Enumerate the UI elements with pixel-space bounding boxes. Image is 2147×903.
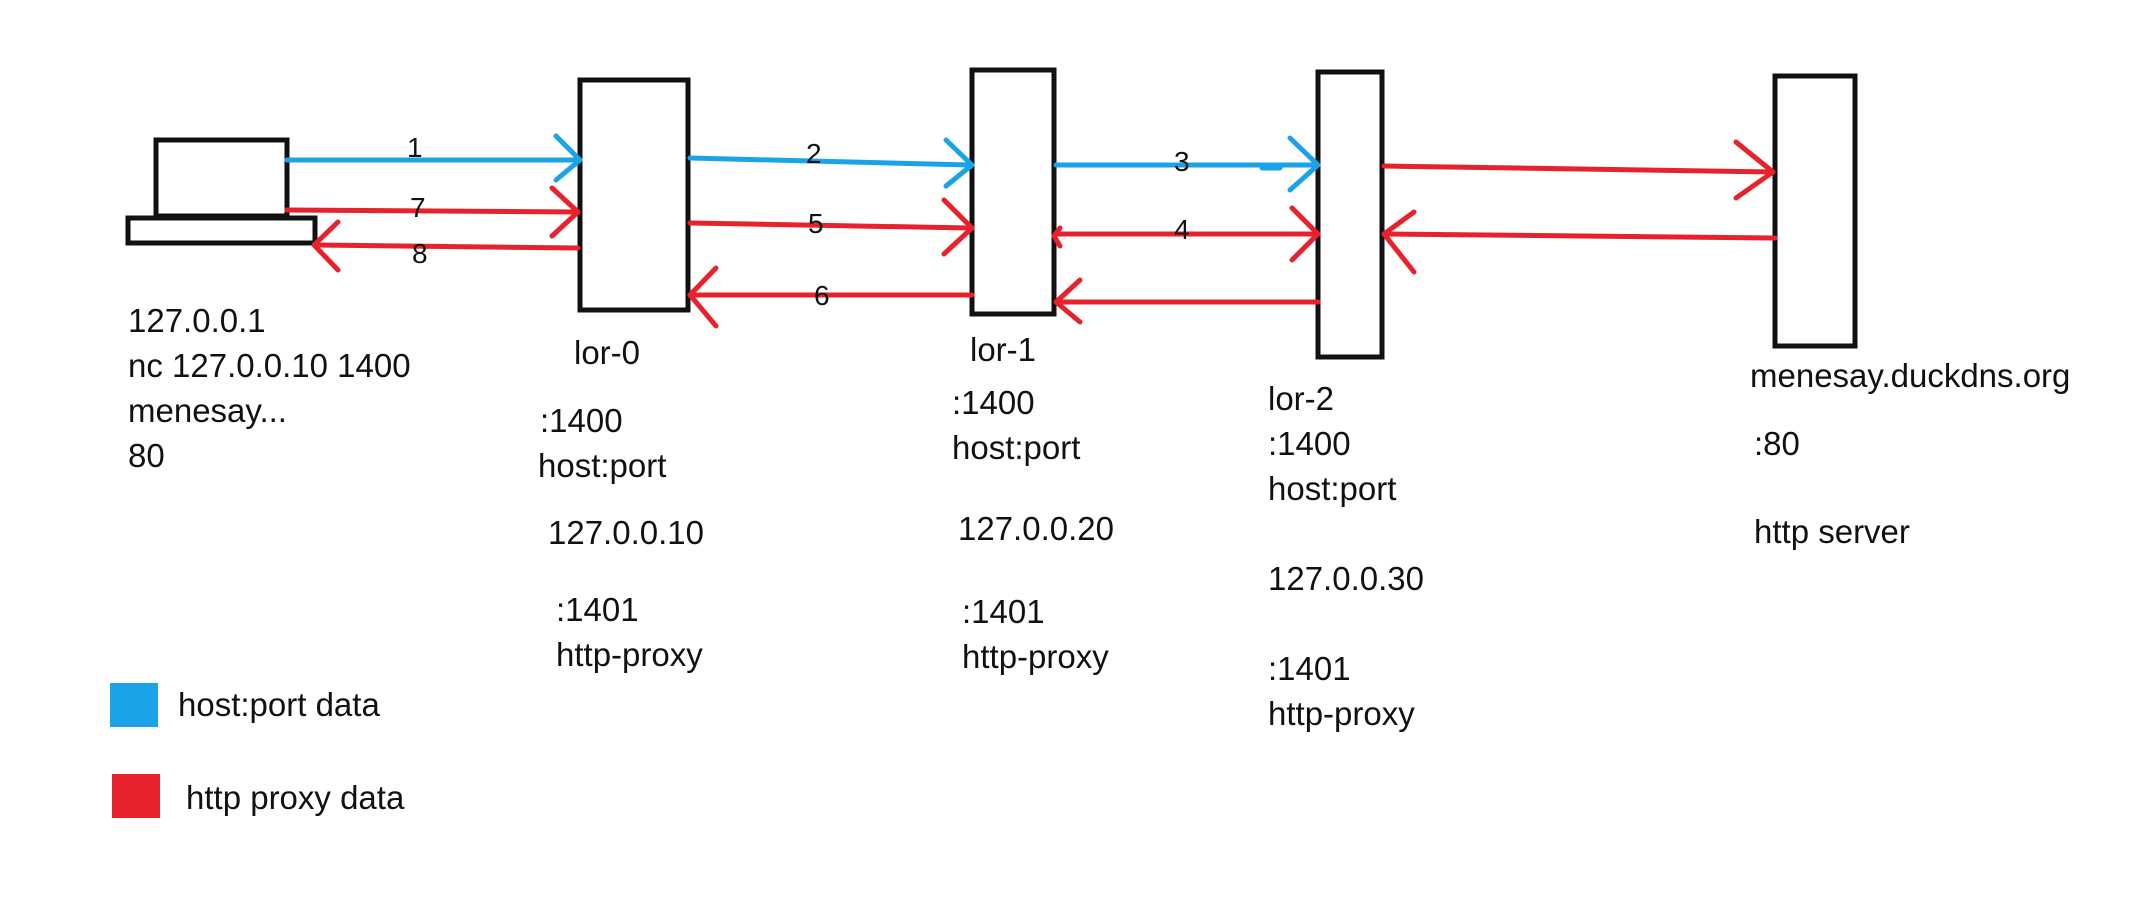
arrow-8 bbox=[311, 219, 581, 273]
lor-1-proxy-port: :1401 bbox=[962, 593, 1045, 630]
arrow-lor2-to-lor1 bbox=[1053, 277, 1321, 325]
lor-0-proxy-port: :1401 bbox=[556, 591, 639, 628]
lor-1-type: host:port bbox=[952, 429, 1081, 466]
lor-1-ip: 127.0.0.20 bbox=[958, 510, 1114, 547]
legend-swatch-host-port bbox=[110, 683, 158, 727]
lor-2-box bbox=[1315, 69, 1385, 360]
lor-1-box bbox=[969, 67, 1057, 317]
client-host: menesay... bbox=[128, 392, 287, 429]
laptop-base bbox=[125, 215, 318, 246]
lor-2-proxy-type: http-proxy bbox=[1268, 695, 1415, 732]
client-ip: 127.0.0.1 bbox=[128, 302, 266, 339]
arrow-3 bbox=[1053, 135, 1321, 193]
arrow-label-5: 5 bbox=[808, 208, 824, 239]
lor-2-proxy-port: :1401 bbox=[1268, 650, 1351, 687]
legend-swatch-http-proxy bbox=[112, 774, 160, 818]
lor-1-proxy-type: http-proxy bbox=[962, 638, 1109, 675]
lor-1-name: lor-1 bbox=[970, 331, 1037, 368]
arrow-label-3: 3 bbox=[1174, 146, 1190, 177]
lor-0-type: host:port bbox=[538, 447, 667, 484]
arrow-label-2: 2 bbox=[806, 138, 822, 169]
lor-0-port: :1400 bbox=[540, 402, 623, 439]
laptop-icon bbox=[125, 137, 318, 246]
lor-2-name: lor-2 bbox=[1268, 380, 1335, 417]
arrow-1 bbox=[284, 133, 583, 183]
server-port: :80 bbox=[1754, 425, 1800, 462]
lor-0-box bbox=[577, 77, 691, 313]
arrow-7 bbox=[284, 185, 581, 239]
laptop-screen bbox=[153, 137, 290, 219]
arrow-lor2-to-server bbox=[1381, 139, 1776, 201]
arrow-server-to-lor2 bbox=[1381, 209, 1778, 275]
client-command: nc 127.0.0.10 1400 bbox=[128, 347, 411, 384]
arrow-label-1: 1 bbox=[407, 132, 423, 163]
server-box bbox=[1772, 73, 1858, 349]
lor-0-proxy-type: http-proxy bbox=[556, 636, 703, 673]
server-type: http server bbox=[1754, 513, 1910, 550]
legend-label-host-port: host:port data bbox=[178, 686, 380, 723]
arrow-label-7: 7 bbox=[410, 192, 426, 223]
lor-2-ip: 127.0.0.30 bbox=[1268, 560, 1424, 597]
server-host: menesay.duckdns.org bbox=[1750, 357, 2071, 394]
client-port: 80 bbox=[128, 437, 165, 474]
lor-2-port: :1400 bbox=[1268, 425, 1351, 462]
arrow-label-4: 4 bbox=[1174, 214, 1190, 245]
arrow-6 bbox=[687, 265, 975, 329]
lor-2-type: host:port bbox=[1268, 470, 1397, 507]
arrow-label-8: 8 bbox=[412, 238, 428, 269]
arrow-4 bbox=[1051, 205, 1321, 263]
arrow-5 bbox=[687, 197, 975, 257]
legend-label-http-proxy: http proxy data bbox=[186, 779, 405, 816]
lor-0-name: lor-0 bbox=[574, 334, 641, 371]
lor-0-ip: 127.0.0.10 bbox=[548, 514, 704, 551]
lor-1-port: :1400 bbox=[952, 384, 1035, 421]
arrow-2 bbox=[687, 137, 975, 189]
arrow-label-6: 6 bbox=[814, 280, 830, 311]
